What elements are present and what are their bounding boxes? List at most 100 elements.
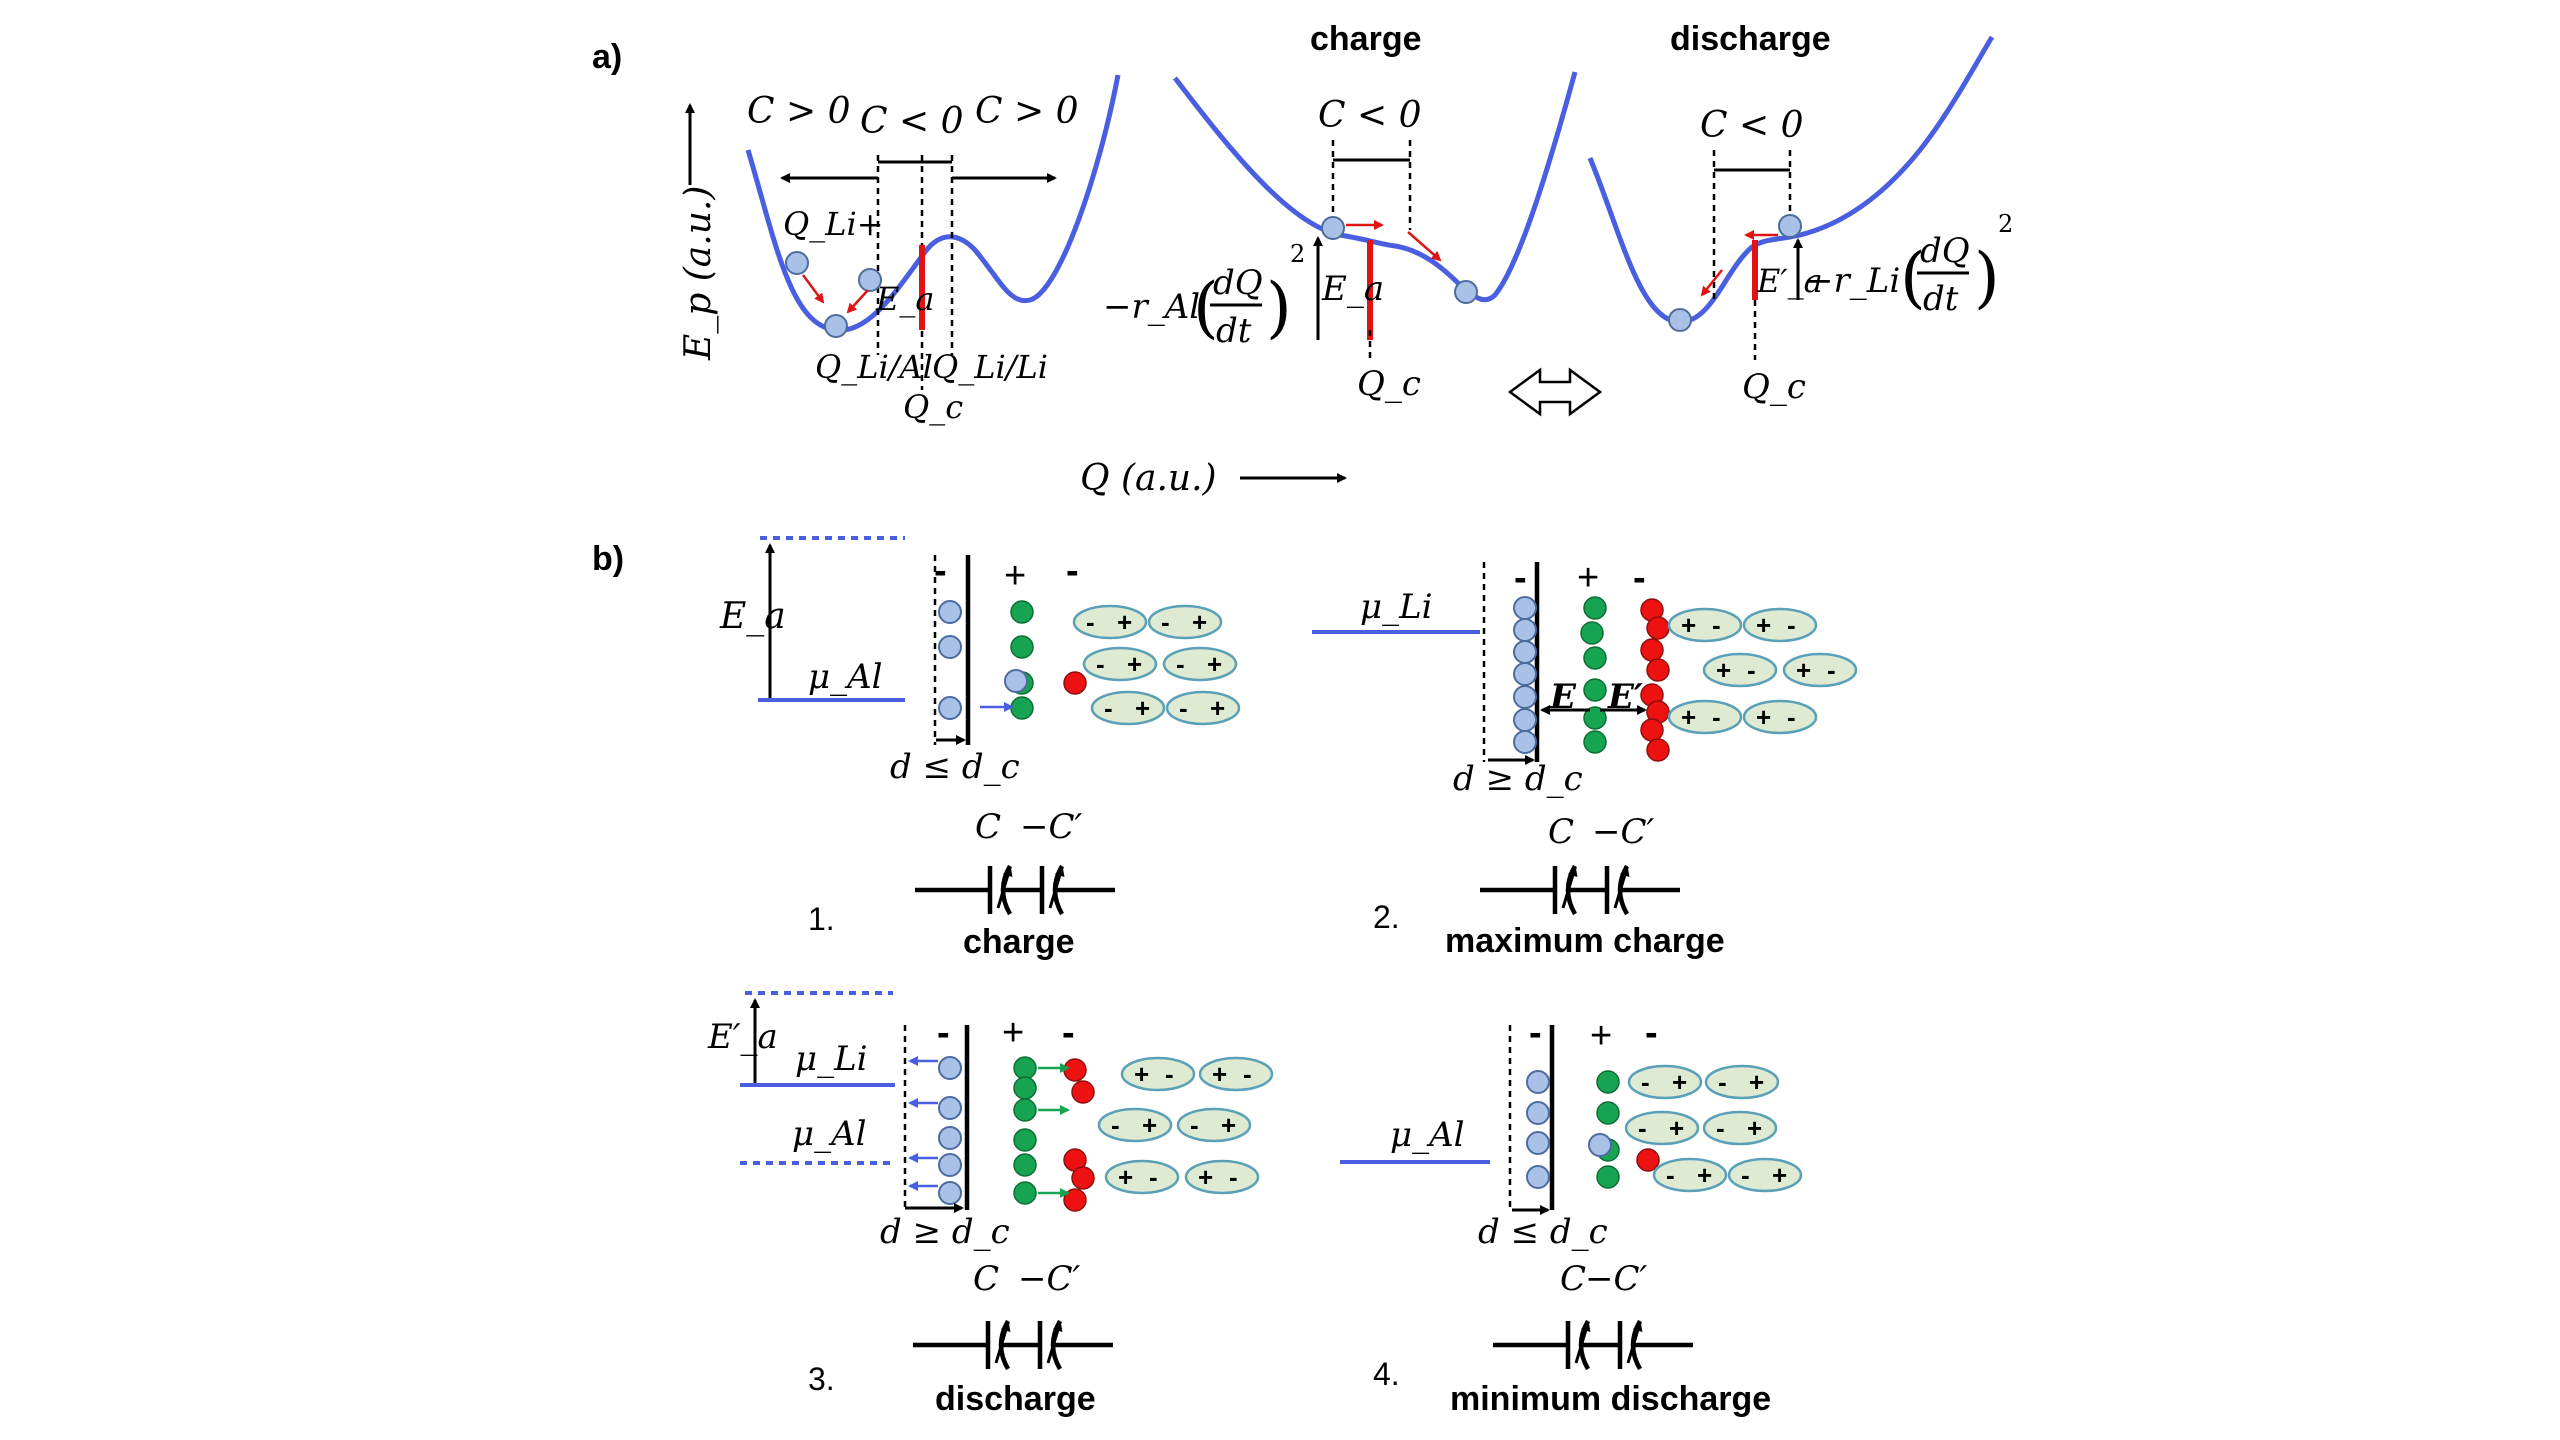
scene-2-maximum-charge: μ_Li - + - +-+-+-+-+-+- E E′ d ≥ d_c C −…	[1312, 557, 1858, 960]
ion-pair: +-	[1198, 1056, 1274, 1092]
ion-pair: -+	[1097, 1107, 1173, 1143]
ion-pair-shape	[1702, 1110, 1778, 1146]
ion-pair: -+	[1176, 1107, 1252, 1143]
s2-cap-cp: −C′	[1592, 812, 1655, 852]
anion	[1646, 658, 1670, 682]
ion-pair-shape	[1090, 690, 1166, 726]
ion-pair: +-	[1782, 652, 1858, 688]
ion-pair-shape	[1624, 1110, 1700, 1146]
s4-plus: +	[1590, 1015, 1612, 1057]
cation	[1583, 706, 1607, 730]
ion-pair-shape	[1082, 646, 1158, 682]
ion-discharge-start	[1778, 214, 1802, 238]
ion-pair-right-sign: -	[1149, 1162, 1158, 1192]
ion-pair: -+	[1147, 604, 1223, 640]
anion	[1646, 738, 1670, 762]
x-axis: Q (a.u.)	[1080, 458, 1347, 499]
s1-minus1: -	[934, 550, 947, 592]
li-ion	[1004, 669, 1028, 693]
anion	[1071, 1080, 1095, 1104]
s4-minus2: -	[1645, 1012, 1658, 1054]
ion-pair: +-	[1667, 699, 1743, 735]
ion-pair-left-sign: -	[1638, 1113, 1647, 1143]
ion-pair-right-sign: +	[1221, 1110, 1236, 1140]
ion-pair-right-sign: +	[1749, 1067, 1764, 1097]
ion-pair: -+	[1627, 1064, 1703, 1100]
ion-pair-right-sign: +	[1697, 1160, 1712, 1190]
ion-pair-shape	[1627, 1064, 1703, 1100]
cation	[1583, 646, 1607, 670]
damping-discharge: −r_Li ( dQ dt ) 2	[1805, 210, 2013, 319]
li-ion	[1513, 618, 1537, 642]
li-ion	[1526, 1165, 1550, 1189]
discharge-title: discharge	[1670, 20, 1831, 58]
ion-pair: +-	[1104, 1159, 1180, 1195]
ion-pair: -+	[1704, 1064, 1780, 1100]
li-ion	[938, 1181, 962, 1205]
s2-minus2: -	[1633, 557, 1646, 599]
s4-d: d ≤ d_c	[1478, 1212, 1608, 1252]
s2-field-ep: E′	[1607, 677, 1643, 717]
ion-pair-shape	[1652, 1157, 1728, 1193]
panel-b-label: b)	[592, 540, 624, 578]
charge-potential: charge C < 0 E_a −r_Al ( dQ dt ) 2 Q_c	[1103, 20, 1578, 404]
ion-pair-left-sign: -	[1176, 649, 1185, 679]
s1-plus: +	[1004, 555, 1026, 597]
ion-discharge-end	[1668, 308, 1692, 332]
ion-pair-right-sign: +	[1127, 649, 1142, 679]
s1-cap-c: C	[975, 807, 1001, 847]
s1-mu: μ_Al	[808, 657, 883, 697]
damping-discharge-term: −r_Li	[1805, 261, 1900, 301]
ion-pair-shape	[1120, 1056, 1196, 1092]
s4-capacitor: C −C′	[1493, 1259, 1693, 1371]
s3-minus2: -	[1062, 1012, 1075, 1054]
ion-pair-shape	[1742, 607, 1818, 643]
li-ion	[1526, 1070, 1550, 1094]
ion-pair-shape	[1667, 607, 1743, 643]
cap-arrow	[1048, 866, 1065, 909]
ion-pair-left-sign: +	[1796, 655, 1811, 685]
s1-caption: charge	[963, 923, 1075, 961]
ion-pair-left-sign: +	[1681, 610, 1696, 640]
frac-den-discharge: dt	[1923, 279, 1959, 319]
ion-pair-left-sign: -	[1641, 1067, 1650, 1097]
ea-left: E_a	[875, 280, 934, 318]
li-ion	[1513, 596, 1537, 620]
s3-mu-li: μ_Li	[795, 1039, 868, 1079]
q-li-li: Q_Li/Li	[932, 348, 1048, 386]
s1-num: 1.	[808, 901, 835, 937]
ion-pair-right-sign: +	[1142, 1110, 1157, 1140]
ion-pair: -+	[1165, 690, 1241, 726]
ion-pair: -+	[1082, 646, 1158, 682]
s4-num: 4.	[1373, 1356, 1400, 1392]
ion-pair-left-sign: -	[1666, 1160, 1675, 1190]
double-arrow-icon	[1507, 367, 1603, 417]
s4-cap-c: C	[1560, 1259, 1586, 1299]
ion-charge-start	[1321, 216, 1345, 240]
s2-cap-c: C	[1548, 812, 1574, 852]
q-li-plus: Q_Li+	[783, 205, 884, 243]
cation	[1013, 1128, 1037, 1152]
c-neg-left: C < 0	[860, 101, 964, 142]
ea-discharge: E′_a	[1756, 262, 1823, 300]
paren-open: (	[1193, 269, 1219, 346]
cation	[1013, 1098, 1037, 1122]
c-neg-discharge: C < 0	[1700, 105, 1804, 146]
ion-pair-shape	[1742, 699, 1818, 735]
ion-pair: +-	[1667, 607, 1743, 643]
qc-left: Q_c	[903, 388, 963, 426]
ion-pair: -+	[1072, 604, 1148, 640]
ion-pair-right-sign: -	[1165, 1059, 1174, 1089]
cation	[1580, 621, 1604, 645]
ion-pair-shape	[1782, 652, 1858, 688]
ion-pair-right-sign: -	[1747, 655, 1756, 685]
s4-cap-cp: −C′	[1585, 1259, 1648, 1299]
li-ion	[938, 1126, 962, 1150]
ion-pair-left-sign: +	[1212, 1059, 1227, 1089]
cation	[1013, 1076, 1037, 1100]
s2-minus1: -	[1514, 557, 1527, 599]
ion-pair-left-sign: -	[1718, 1067, 1727, 1097]
charge-title: charge	[1310, 20, 1422, 58]
ion-pair: +-	[1742, 699, 1818, 735]
cap-arrow	[994, 1321, 1011, 1364]
